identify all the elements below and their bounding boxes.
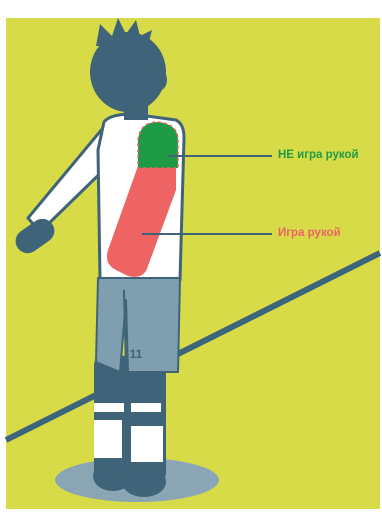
player-number: 11 <box>130 347 143 361</box>
background-panel <box>6 18 380 509</box>
left-sock-band <box>94 420 122 458</box>
right-sock-stripe <box>131 403 161 412</box>
not-handball-label: НЕ игра рукой <box>278 150 359 162</box>
handball-label: Игра рукой <box>278 228 341 240</box>
ear <box>153 70 167 90</box>
right-sock-band <box>131 426 163 462</box>
left-sock-stripe <box>94 403 124 412</box>
right-leg <box>130 355 166 483</box>
right-shoe <box>122 467 166 497</box>
not-handball-zone-shoulder <box>138 122 178 168</box>
